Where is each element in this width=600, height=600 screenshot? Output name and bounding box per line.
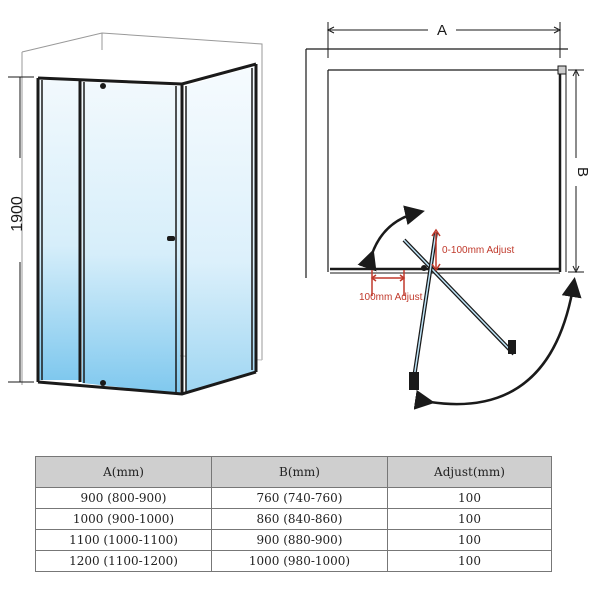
- plan-side-panel: [557, 65, 567, 272]
- enclosure-frame: [36, 62, 258, 396]
- height-dimension: [8, 76, 34, 383]
- swing-arrow-lower: [413, 277, 582, 410]
- plan-front-panel: [330, 267, 560, 274]
- front-fixed-panel: [38, 80, 80, 380]
- width-adjust-label: 100mm Adjust: [359, 292, 423, 303]
- header-adjust: Adjust(mm): [387, 456, 552, 488]
- size-specs-table: A(mm) B(mm) Adjust(mm) 900 (800-900) 760…: [35, 456, 552, 572]
- top-hinge: [100, 83, 106, 89]
- front-door-panel: [82, 82, 180, 394]
- width-adjust-marker: [370, 270, 406, 296]
- table-row: 1000 (900-1000) 860 (840-860) 100: [35, 508, 552, 530]
- cell-adjust: 100: [387, 550, 552, 572]
- shower-enclosure-diagram: 1900: [8, 22, 591, 410]
- cell-a: 900 (800-900): [35, 487, 212, 509]
- cell-b: 900 (880-900): [211, 529, 388, 551]
- swing-arrow-upper: [357, 205, 425, 272]
- header-a: A(mm): [35, 456, 212, 488]
- bottom-hinge: [100, 380, 106, 386]
- table-row: 1100 (1000-1100) 900 (880-900) 100: [35, 529, 552, 551]
- cell-adjust: 100: [387, 487, 552, 509]
- plan-view: [305, 22, 584, 410]
- table-header-row: A(mm) B(mm) Adjust(mm): [35, 456, 552, 488]
- width-dimension: [326, 22, 562, 58]
- wall-outline: [21, 32, 263, 385]
- cell-b: 1000 (980-1000): [211, 550, 388, 572]
- cell-a: 1000 (900-1000): [35, 508, 212, 530]
- side-panel: [186, 66, 256, 392]
- cell-a: 1100 (1000-1100): [35, 529, 212, 551]
- depth-adjust-label: 0-100mm Adjust: [442, 245, 514, 256]
- depth-dimension: [568, 68, 584, 274]
- height-label: 1900: [9, 196, 26, 232]
- cell-b: 760 (740-760): [211, 487, 388, 509]
- cell-a: 1200 (1100-1200): [35, 550, 212, 572]
- depth-label: B: [574, 167, 591, 177]
- enclosure-3d-view: [8, 32, 263, 396]
- cell-adjust: 100: [387, 508, 552, 530]
- depth-adjust-marker: [431, 228, 441, 272]
- width-label: A: [437, 22, 447, 39]
- cell-b: 860 (840-860): [211, 508, 388, 530]
- table-row: 1200 (1100-1200) 1000 (980-1000) 100: [35, 550, 552, 572]
- cell-adjust: 100: [387, 529, 552, 551]
- plan-walls: [305, 48, 568, 278]
- header-b: B(mm): [211, 456, 388, 488]
- table-row: 900 (800-900) 760 (740-760) 100: [35, 487, 552, 509]
- door-handle: [167, 236, 175, 241]
